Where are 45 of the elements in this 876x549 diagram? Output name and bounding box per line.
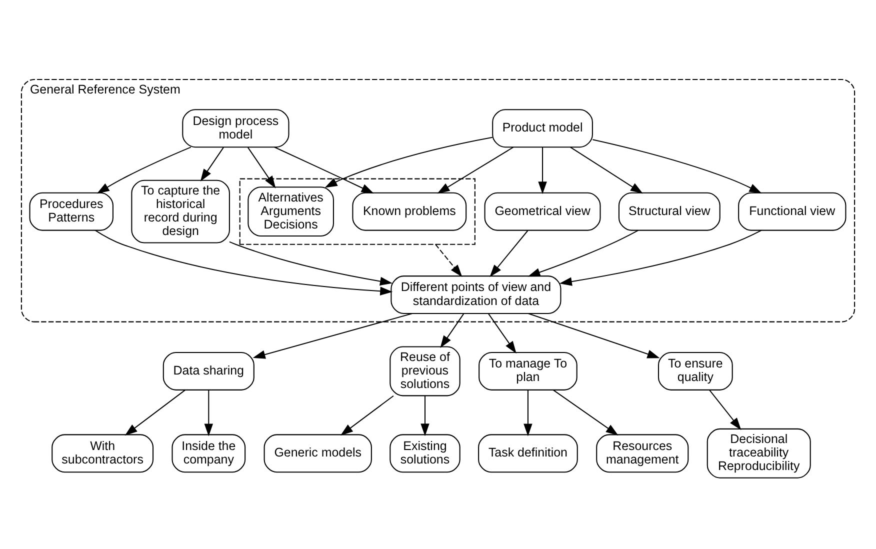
node-box: Generic models [264, 434, 372, 473]
node-box: To manage To plan [478, 352, 578, 390]
node-box: Alternatives Arguments Decisions [248, 186, 334, 237]
arrow [524, 390, 532, 436]
node-box: Existing solutions [390, 434, 460, 473]
arrow [324, 136, 492, 188]
arrow [490, 230, 528, 277]
node-box: Reuse of previous solutions [390, 346, 460, 396]
arrow [94, 230, 393, 296]
node-box: To capture the historical record during design [131, 180, 230, 244]
node-box: Decisional traceability Reproducibility [706, 428, 811, 478]
arrow [435, 244, 462, 277]
arrow [528, 230, 638, 277]
node-box: Product model [492, 109, 593, 148]
arrow [204, 390, 214, 436]
node-box: To ensure quality [658, 352, 733, 390]
node-box: Resources management [596, 434, 689, 473]
node-box: Different points of view and standardization of data [390, 276, 562, 314]
arrow [488, 314, 516, 354]
node-box: Procedures Patterns [29, 192, 114, 231]
node-box: Data sharing [162, 352, 254, 390]
arrow [229, 241, 393, 286]
node-box: Task definition [478, 434, 578, 473]
arrow [420, 396, 430, 436]
arrow [440, 314, 464, 348]
arrow [570, 146, 643, 194]
arrow [437, 146, 514, 194]
node-box: Known problems [352, 192, 467, 231]
node-box: With subcontractors [52, 434, 154, 473]
node-box: Geometrical view [484, 192, 601, 231]
node-box: Inside the company [172, 434, 246, 473]
node-box: Functional view [738, 192, 846, 231]
arrow [340, 395, 394, 436]
arrow [96, 146, 192, 194]
node-box: Structural view [618, 192, 720, 231]
arrow [709, 390, 742, 430]
arrow [592, 139, 762, 194]
arrow [553, 390, 618, 436]
arrow [274, 146, 374, 194]
arrow [248, 147, 276, 188]
arrow [200, 147, 224, 182]
arrow [124, 390, 186, 436]
node-box: Design process model [182, 109, 290, 148]
arrow [559, 230, 762, 286]
arrow [538, 147, 547, 194]
